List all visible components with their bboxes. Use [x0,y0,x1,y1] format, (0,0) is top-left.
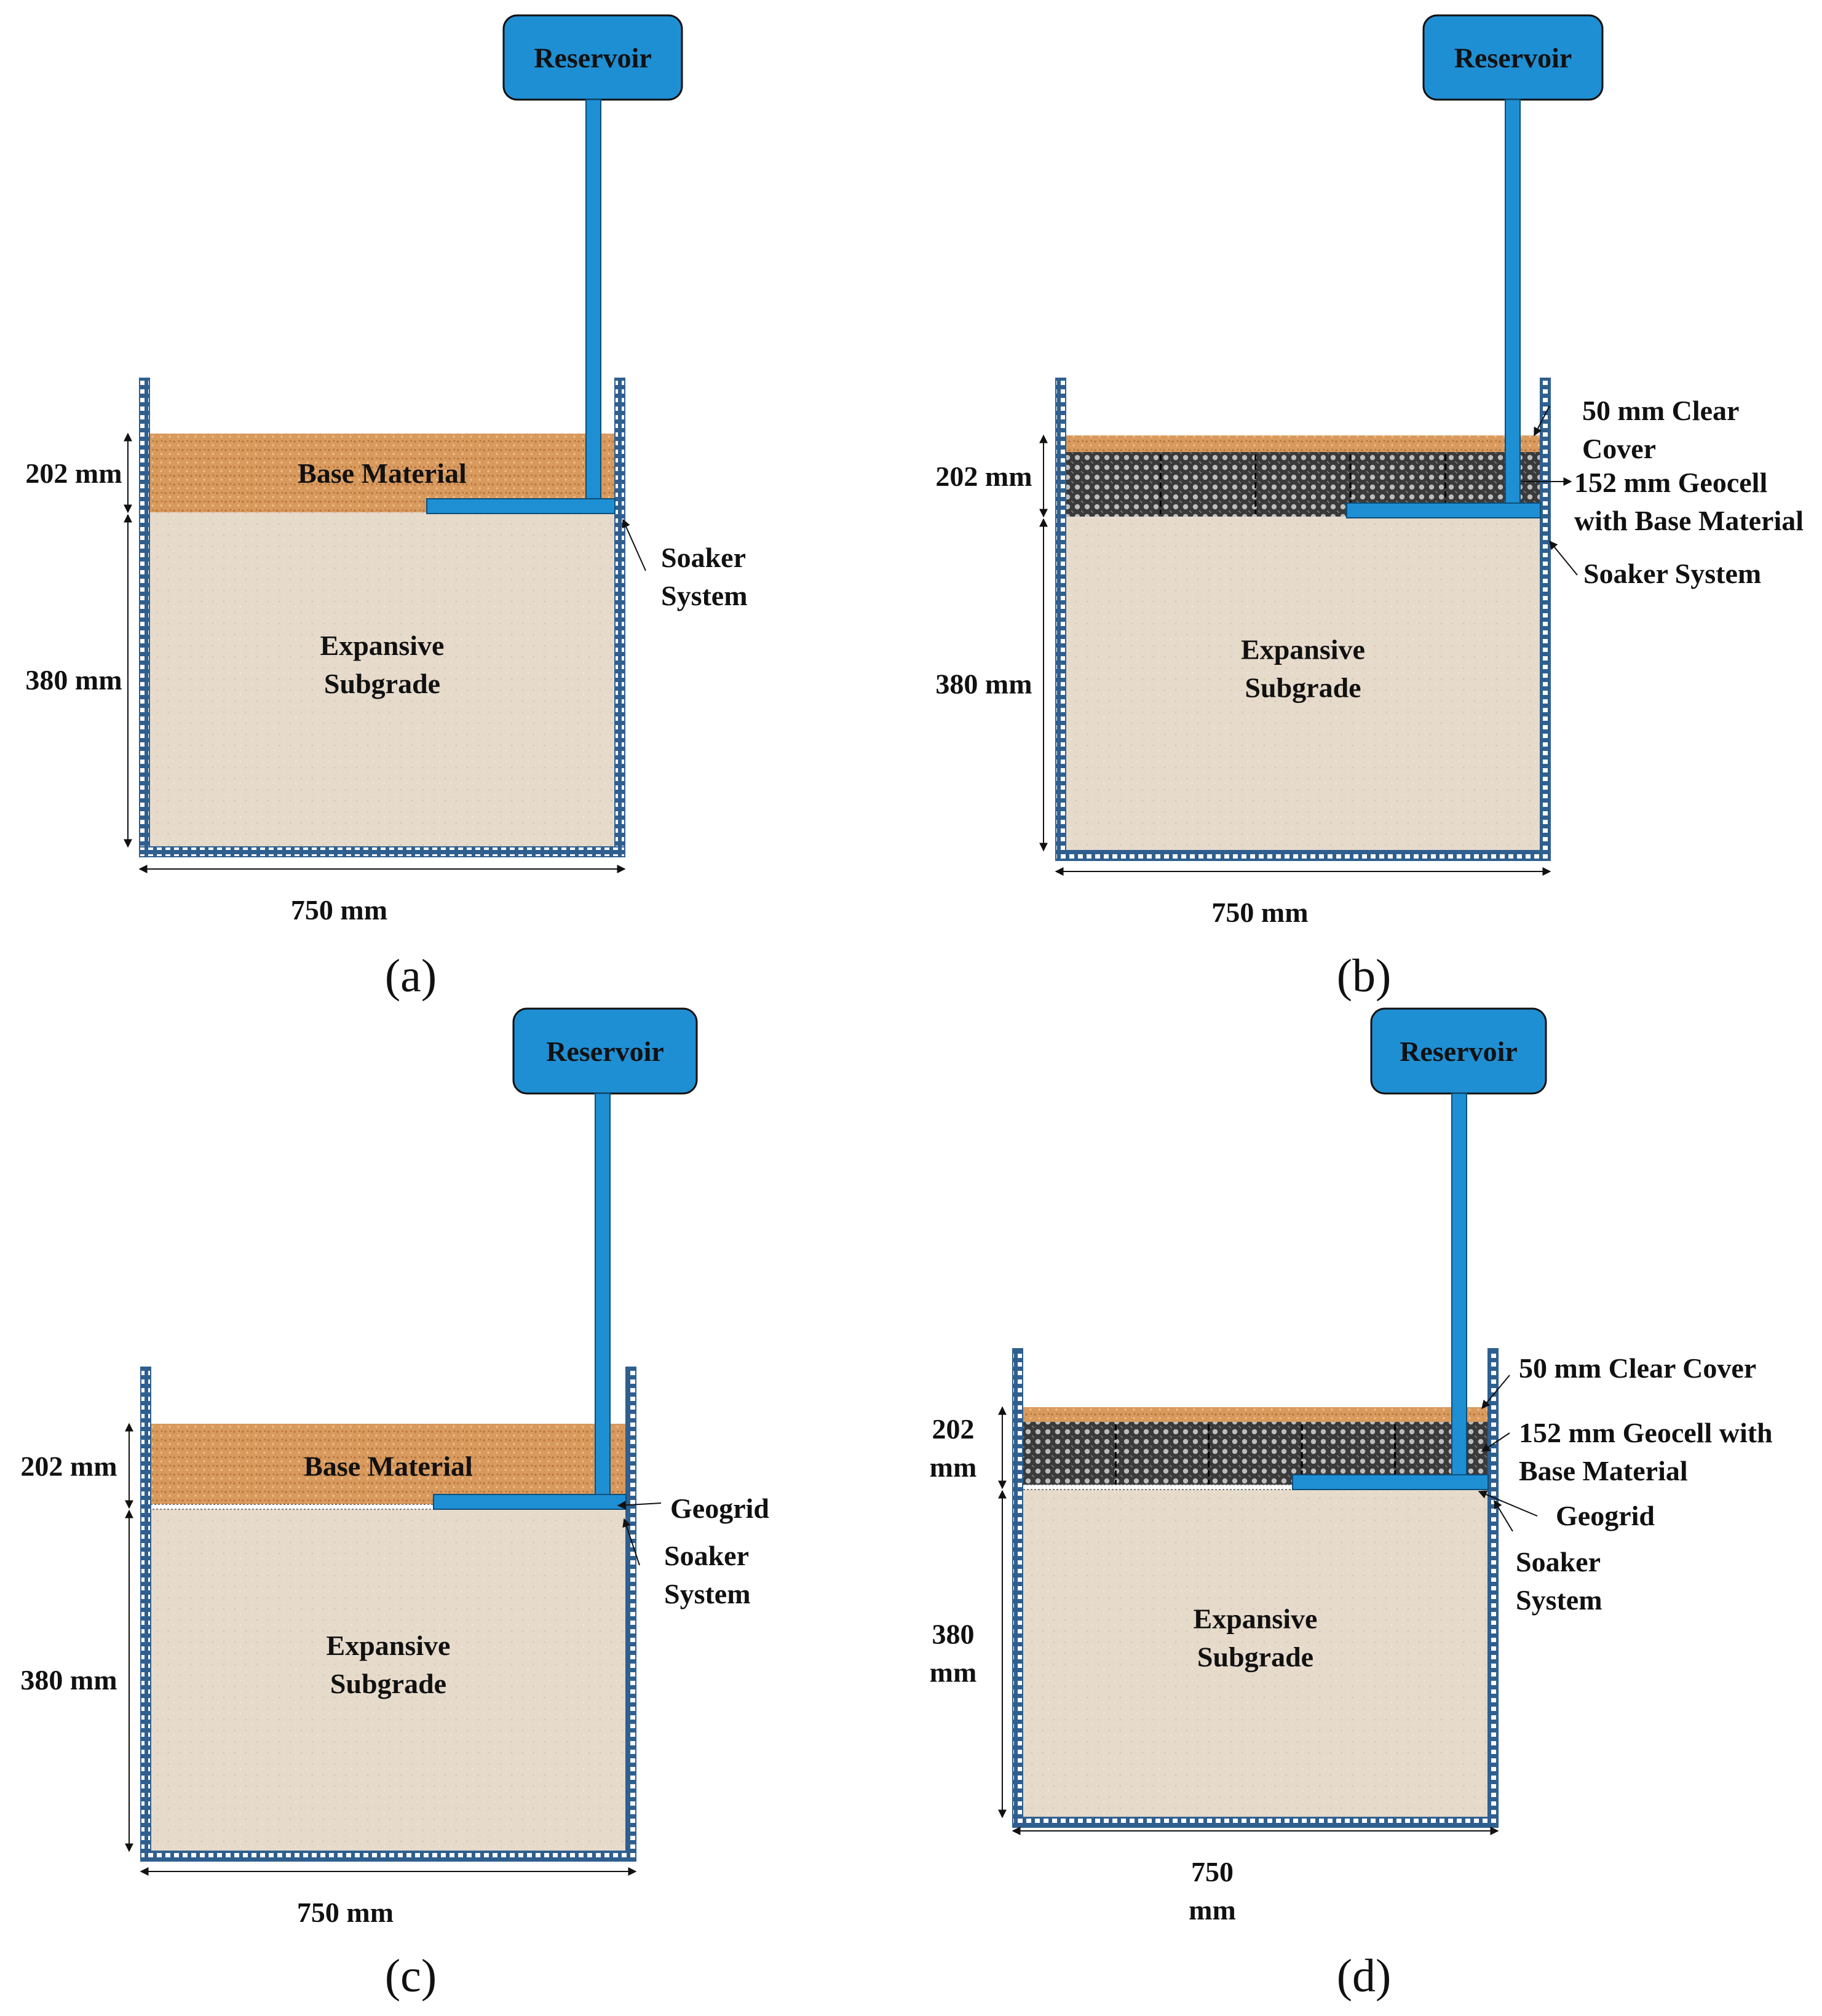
dimension-width-label: 750 mm [1211,897,1308,928]
dimension-bottom-label: 380 mm [25,664,122,696]
reservoir-label: Reservoir [1400,1036,1518,1067]
dimension-top-label: 202 mm [20,1451,117,1482]
subgrade-label: Subgrade [1245,672,1361,704]
container-left-wall [1055,378,1066,861]
geocell-label: Base Material [1519,1455,1688,1486]
expansive-subgrade-layer [1066,517,1540,851]
subgrade-label: Subgrade [330,1668,446,1699]
geocell-label: with Base Material [1574,505,1804,536]
soaker-label: Soaker [661,542,746,573]
dimension-width-label: 750 mm [297,1897,394,1928]
panel-caption: (b) [1337,950,1392,1002]
expansive-subgrade-layer [151,1508,626,1851]
geogrid-label: Geogrid [670,1493,769,1524]
clear-cover-layer [1023,1407,1488,1422]
container-right-wall [1540,378,1551,861]
soaker-label: System [1516,1584,1602,1616]
soaker-pipe [1346,502,1541,518]
reservoir-label: Reservoir [1454,42,1572,74]
reservoir-label: Reservoir [546,1036,664,1067]
geocell-label: 152 mm Geocell [1574,467,1767,498]
reservoir-pipe [1451,1093,1467,1484]
container-left-wall [1012,1348,1023,1828]
dimension-bottom-label: 380 mm [20,1664,117,1696]
soaker-label: System [664,1578,751,1609]
subgrade-label: Subgrade [324,668,440,699]
soaker-label: Soaker [1516,1546,1601,1577]
dimension-top-label: 202 mm [25,458,122,489]
soaker-pipe [433,1494,627,1510]
geocell-leader [1481,1432,1510,1452]
container-bottom-wall [139,846,625,857]
geogrid-leader [1478,1490,1538,1517]
expansive-subgrade-layer [149,512,615,847]
container-bottom-wall [1055,850,1551,861]
soaker-leader [622,1518,640,1566]
container-bottom-wall [1012,1817,1499,1828]
container-left-wall [140,1367,151,1862]
subgrade-label: Expansive [320,630,445,661]
subgrade-label: Expansive [1194,1603,1318,1635]
reservoir-label: Reservoir [534,42,652,74]
base-material-label: Base Material [304,1451,473,1482]
container-right-wall [614,378,625,857]
dimension-top-label: 202 mm [935,461,1032,492]
geocell-label: 152 mm Geocell with [1519,1417,1773,1448]
soaker-leader [1549,540,1578,576]
clear-cover-layer [1066,435,1540,452]
panel-caption: (a) [385,950,437,1002]
clear-cover-label: 50 mm Clear [1582,395,1739,426]
dimension-width-label: 750 mm [291,894,387,926]
soaker-leader [622,518,646,571]
geogrid-leader [617,1501,662,1510]
soaker-label: System [661,580,748,611]
subgrade-label: Subgrade [1197,1641,1313,1673]
container-left-wall [139,378,150,857]
dimension-width-label: mm [1189,1894,1236,1926]
reservoir-pipe [595,1093,611,1504]
container-right-wall [625,1367,636,1862]
clear-cover-label: Cover [1582,433,1656,464]
panel-caption: (c) [385,1950,437,2002]
container-right-wall [1487,1348,1499,1828]
clear-cover-leader [1534,405,1550,437]
panel-caption: (d) [1337,1950,1392,2002]
dimension-width-label: 750 [1191,1856,1234,1887]
dimension-bottom-label: 380 mm [935,669,1032,700]
soaker-pipe [1292,1474,1489,1490]
dimension-top-label: mm [930,1451,977,1483]
soaker-label: Soaker System [1583,558,1761,589]
reservoir-pipe [1505,99,1521,512]
clear-cover-leader [1481,1375,1510,1410]
soaker-leader [1494,1499,1513,1532]
reservoir-pipe [585,99,601,508]
soaker-label: Soaker [664,1540,749,1571]
soaker-pipe [426,498,616,514]
dimension-bottom-label: mm [930,1657,977,1688]
subgrade-label: Expansive [327,1630,451,1661]
dimension-top-label: 202 [932,1413,975,1445]
container-bottom-wall [140,1851,636,1862]
base-material-label: Base Material [298,458,467,489]
dimension-bottom-label: 380 [932,1619,975,1650]
clear-cover-label: 50 mm Clear Cover [1519,1352,1756,1384]
geogrid-label: Geogrid [1556,1500,1655,1531]
expansive-subgrade-layer [1023,1488,1488,1817]
subgrade-label: Expansive [1241,634,1365,665]
